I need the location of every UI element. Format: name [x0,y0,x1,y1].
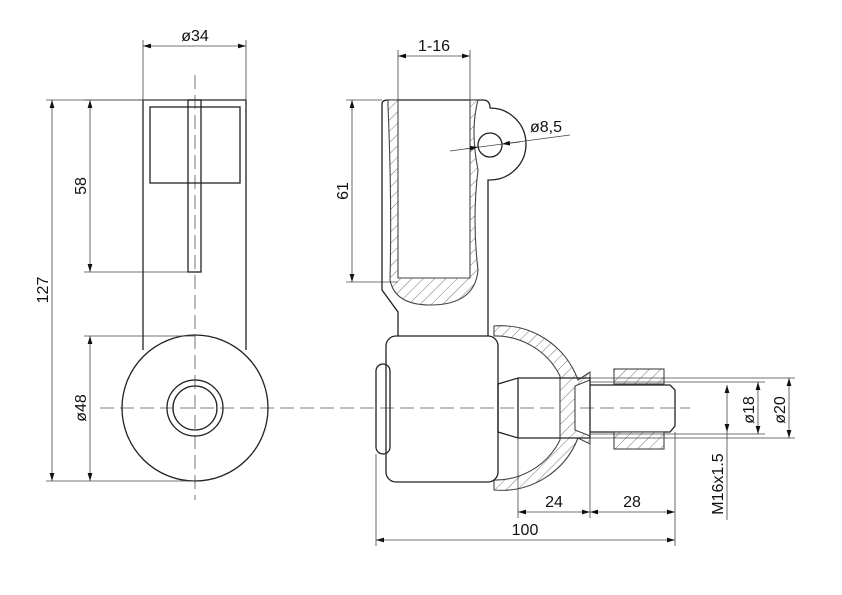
dim-height-58: 58 [73,177,90,195]
dim-thread-m16x1-5: M16x1.5 [710,453,727,514]
dim-hole-diameter-8-5: ø8,5 [530,119,562,136]
dim-height-61: 61 [335,182,352,200]
dim-diameter-48: ø48 [73,394,90,422]
dim-diameter-18: ø18 [741,396,758,424]
dim-height-127: 127 [35,277,52,304]
dim-length-28: 28 [623,494,641,511]
dim-diameter-20: ø20 [772,396,789,424]
dim-length-100: 100 [512,522,539,539]
dim-length-24: 24 [545,494,563,511]
side-section-view [375,99,676,491]
dim-diameter-34: ø34 [181,28,209,45]
dim-width-1-16: 1-16 [418,38,450,55]
